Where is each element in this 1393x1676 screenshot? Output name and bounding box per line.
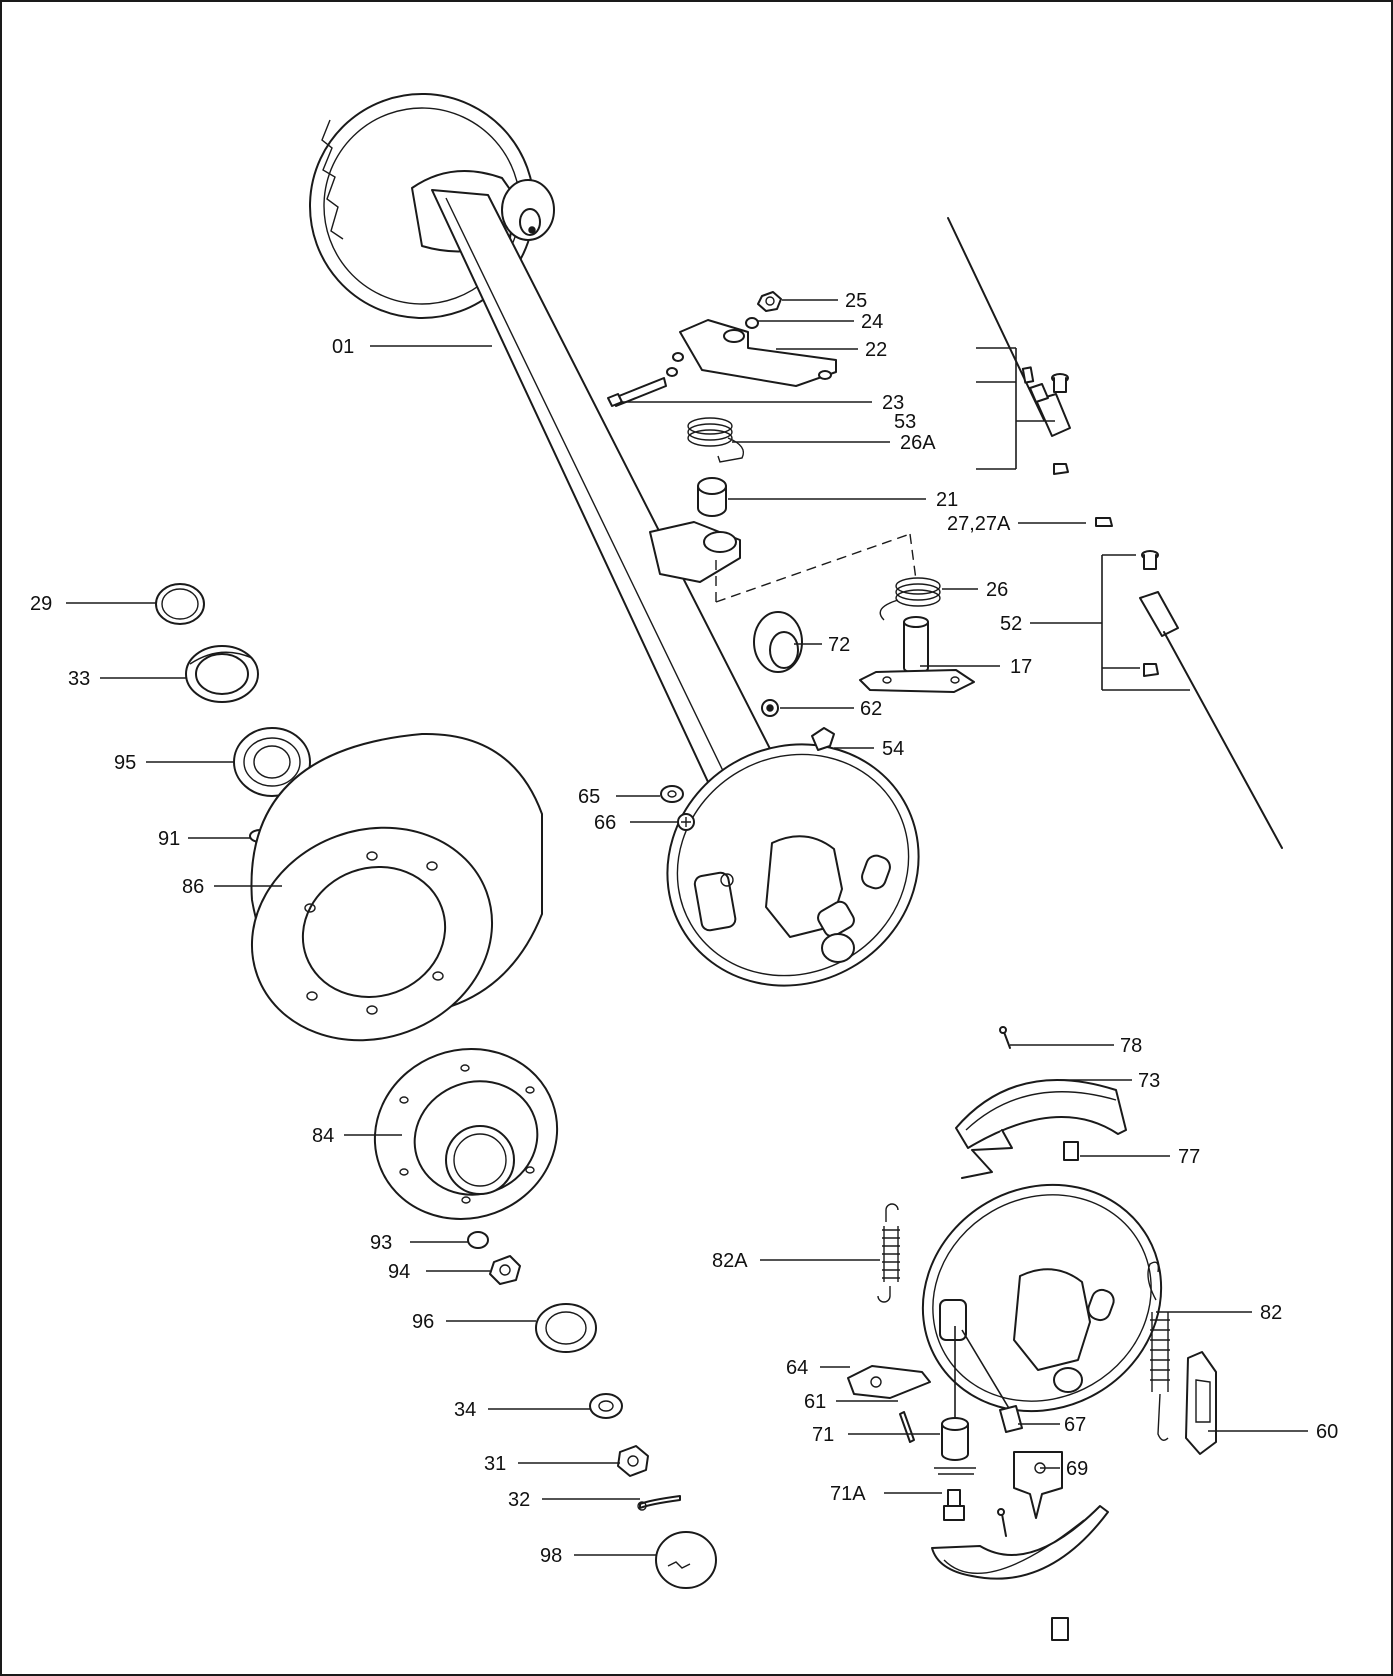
part-66-bolt	[677, 813, 695, 831]
part-78-pin	[999, 1026, 1011, 1049]
part-17-camshaft	[859, 616, 975, 693]
callout-94: 94	[388, 1261, 410, 1283]
callout-61: 61	[804, 1391, 826, 1413]
callout-34: 34	[454, 1399, 476, 1421]
callout-93: 93	[370, 1232, 392, 1254]
callout-84: 84	[312, 1125, 334, 1147]
callout-23: 23	[882, 392, 904, 414]
part-93-washer	[467, 1231, 489, 1249]
part-24-washer	[745, 317, 759, 329]
part-21-bushing	[697, 477, 727, 517]
callout-33: 33	[68, 668, 90, 690]
callout-77: 77	[1178, 1146, 1200, 1168]
callout-64: 64	[786, 1357, 808, 1379]
callout-65: 65	[578, 786, 600, 808]
part-84-hub	[373, 1048, 559, 1220]
part-25-nut	[757, 291, 782, 312]
callout-98: 98	[540, 1545, 562, 1567]
part-22-lever	[679, 319, 837, 387]
part-54-clip	[811, 727, 835, 751]
callout-31: 31	[484, 1453, 506, 1475]
part-71-wheel-cylinder	[934, 1326, 976, 1475]
callout-95: 95	[114, 752, 136, 774]
callout-25: 25	[845, 290, 867, 312]
callout-21: 21	[936, 489, 958, 511]
part-60-adjuster	[1185, 1351, 1217, 1455]
callout-24: 24	[861, 311, 883, 333]
callout-71: 71	[812, 1424, 834, 1446]
part-65-washer	[660, 785, 684, 803]
callout-22: 22	[865, 339, 887, 361]
callout-26: 26	[986, 579, 1008, 601]
callout-54: 54	[882, 738, 904, 760]
part-96-bearing	[535, 1303, 597, 1353]
part-94-nut	[489, 1255, 521, 1285]
part-77-clip	[1063, 1141, 1079, 1161]
part-33-grease-seal	[185, 645, 259, 703]
brake-backing-plate-detail	[921, 1129, 1163, 1413]
part-26-spring	[879, 577, 941, 621]
part-82A-spring	[877, 1203, 900, 1303]
callout-78: 78	[1120, 1035, 1142, 1057]
part-52-cable	[1139, 550, 1283, 849]
part-32-cotter-pin	[637, 1495, 681, 1511]
part-72-seal	[753, 611, 803, 673]
callout-29: 29	[30, 593, 52, 615]
part-71A-fitting	[943, 1489, 965, 1521]
part-29-seal-ring	[155, 583, 205, 625]
callout-67: 67	[1064, 1414, 1086, 1436]
part-31-castle-nut	[617, 1445, 649, 1477]
callout-52: 52	[1000, 613, 1022, 635]
callout-82A: 82A	[712, 1250, 748, 1272]
callout-60: 60	[1316, 1421, 1338, 1443]
callout-72: 72	[828, 634, 850, 656]
part-98-dust-cap	[655, 1531, 717, 1589]
part-64-lever	[847, 1365, 931, 1399]
lower-clip	[1051, 1617, 1069, 1641]
callout-96: 96	[412, 1311, 434, 1333]
part-67-bleeder	[961, 1329, 1023, 1433]
callout-labels: 01 25 24 22 23 53 26A 21 27,27A 26 52 17…	[30, 290, 1338, 1567]
callout-26A: 26A	[900, 432, 936, 454]
callout-62: 62	[860, 698, 882, 720]
part-26A-spring	[687, 417, 745, 463]
part-82-spring	[1147, 1261, 1170, 1441]
callout-53: 53	[894, 411, 916, 433]
part-27-27A-nipple	[1095, 517, 1113, 527]
callout-01: 01	[332, 336, 354, 358]
callout-32: 32	[508, 1489, 530, 1511]
callout-27-27A: 27,27A	[947, 513, 1011, 535]
part-95-bearing	[233, 727, 311, 797]
cam-bracket	[649, 521, 741, 583]
axle-assembly	[309, 93, 920, 987]
callout-69: 69	[1066, 1458, 1088, 1480]
callout-17: 17	[1010, 656, 1032, 678]
lower-brake-shoe	[931, 1505, 1109, 1580]
part-62-grommet	[761, 699, 779, 717]
part-34-washer	[589, 1393, 623, 1419]
part-86-drum	[250, 732, 543, 1042]
callout-73: 73	[1138, 1070, 1160, 1092]
leader-lines	[66, 299, 1308, 1556]
callout-82: 82	[1260, 1302, 1282, 1324]
callout-66: 66	[594, 812, 616, 834]
callout-86: 86	[182, 876, 204, 898]
callout-91: 91	[158, 828, 180, 850]
part-53-cable	[947, 217, 1071, 475]
part-73-brake-shoe	[955, 1079, 1127, 1149]
callout-71A: 71A	[830, 1483, 866, 1505]
